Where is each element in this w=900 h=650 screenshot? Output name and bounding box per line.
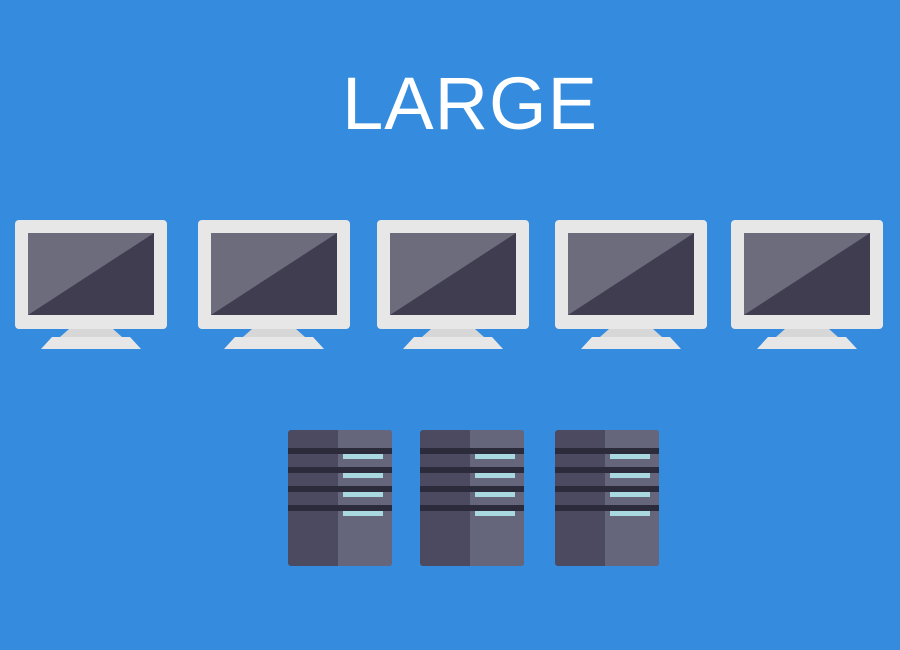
monitor-icon bbox=[198, 220, 350, 349]
monitor-icon bbox=[377, 220, 529, 349]
monitor-icon bbox=[377, 218, 529, 352]
monitor-icon bbox=[198, 218, 350, 352]
monitor-icon bbox=[731, 220, 883, 349]
server-icon bbox=[288, 430, 392, 566]
server-icon bbox=[420, 430, 524, 566]
monitor-icon bbox=[731, 218, 883, 352]
server-icon bbox=[555, 430, 659, 566]
monitor-icon bbox=[15, 220, 167, 349]
server-icon bbox=[555, 430, 659, 566]
server-icon bbox=[288, 430, 392, 566]
monitor-icon bbox=[15, 218, 167, 352]
server-icon bbox=[420, 430, 524, 566]
monitor-icon bbox=[555, 220, 707, 349]
page-title: LARGE bbox=[342, 62, 598, 145]
monitor-icon bbox=[555, 218, 707, 352]
